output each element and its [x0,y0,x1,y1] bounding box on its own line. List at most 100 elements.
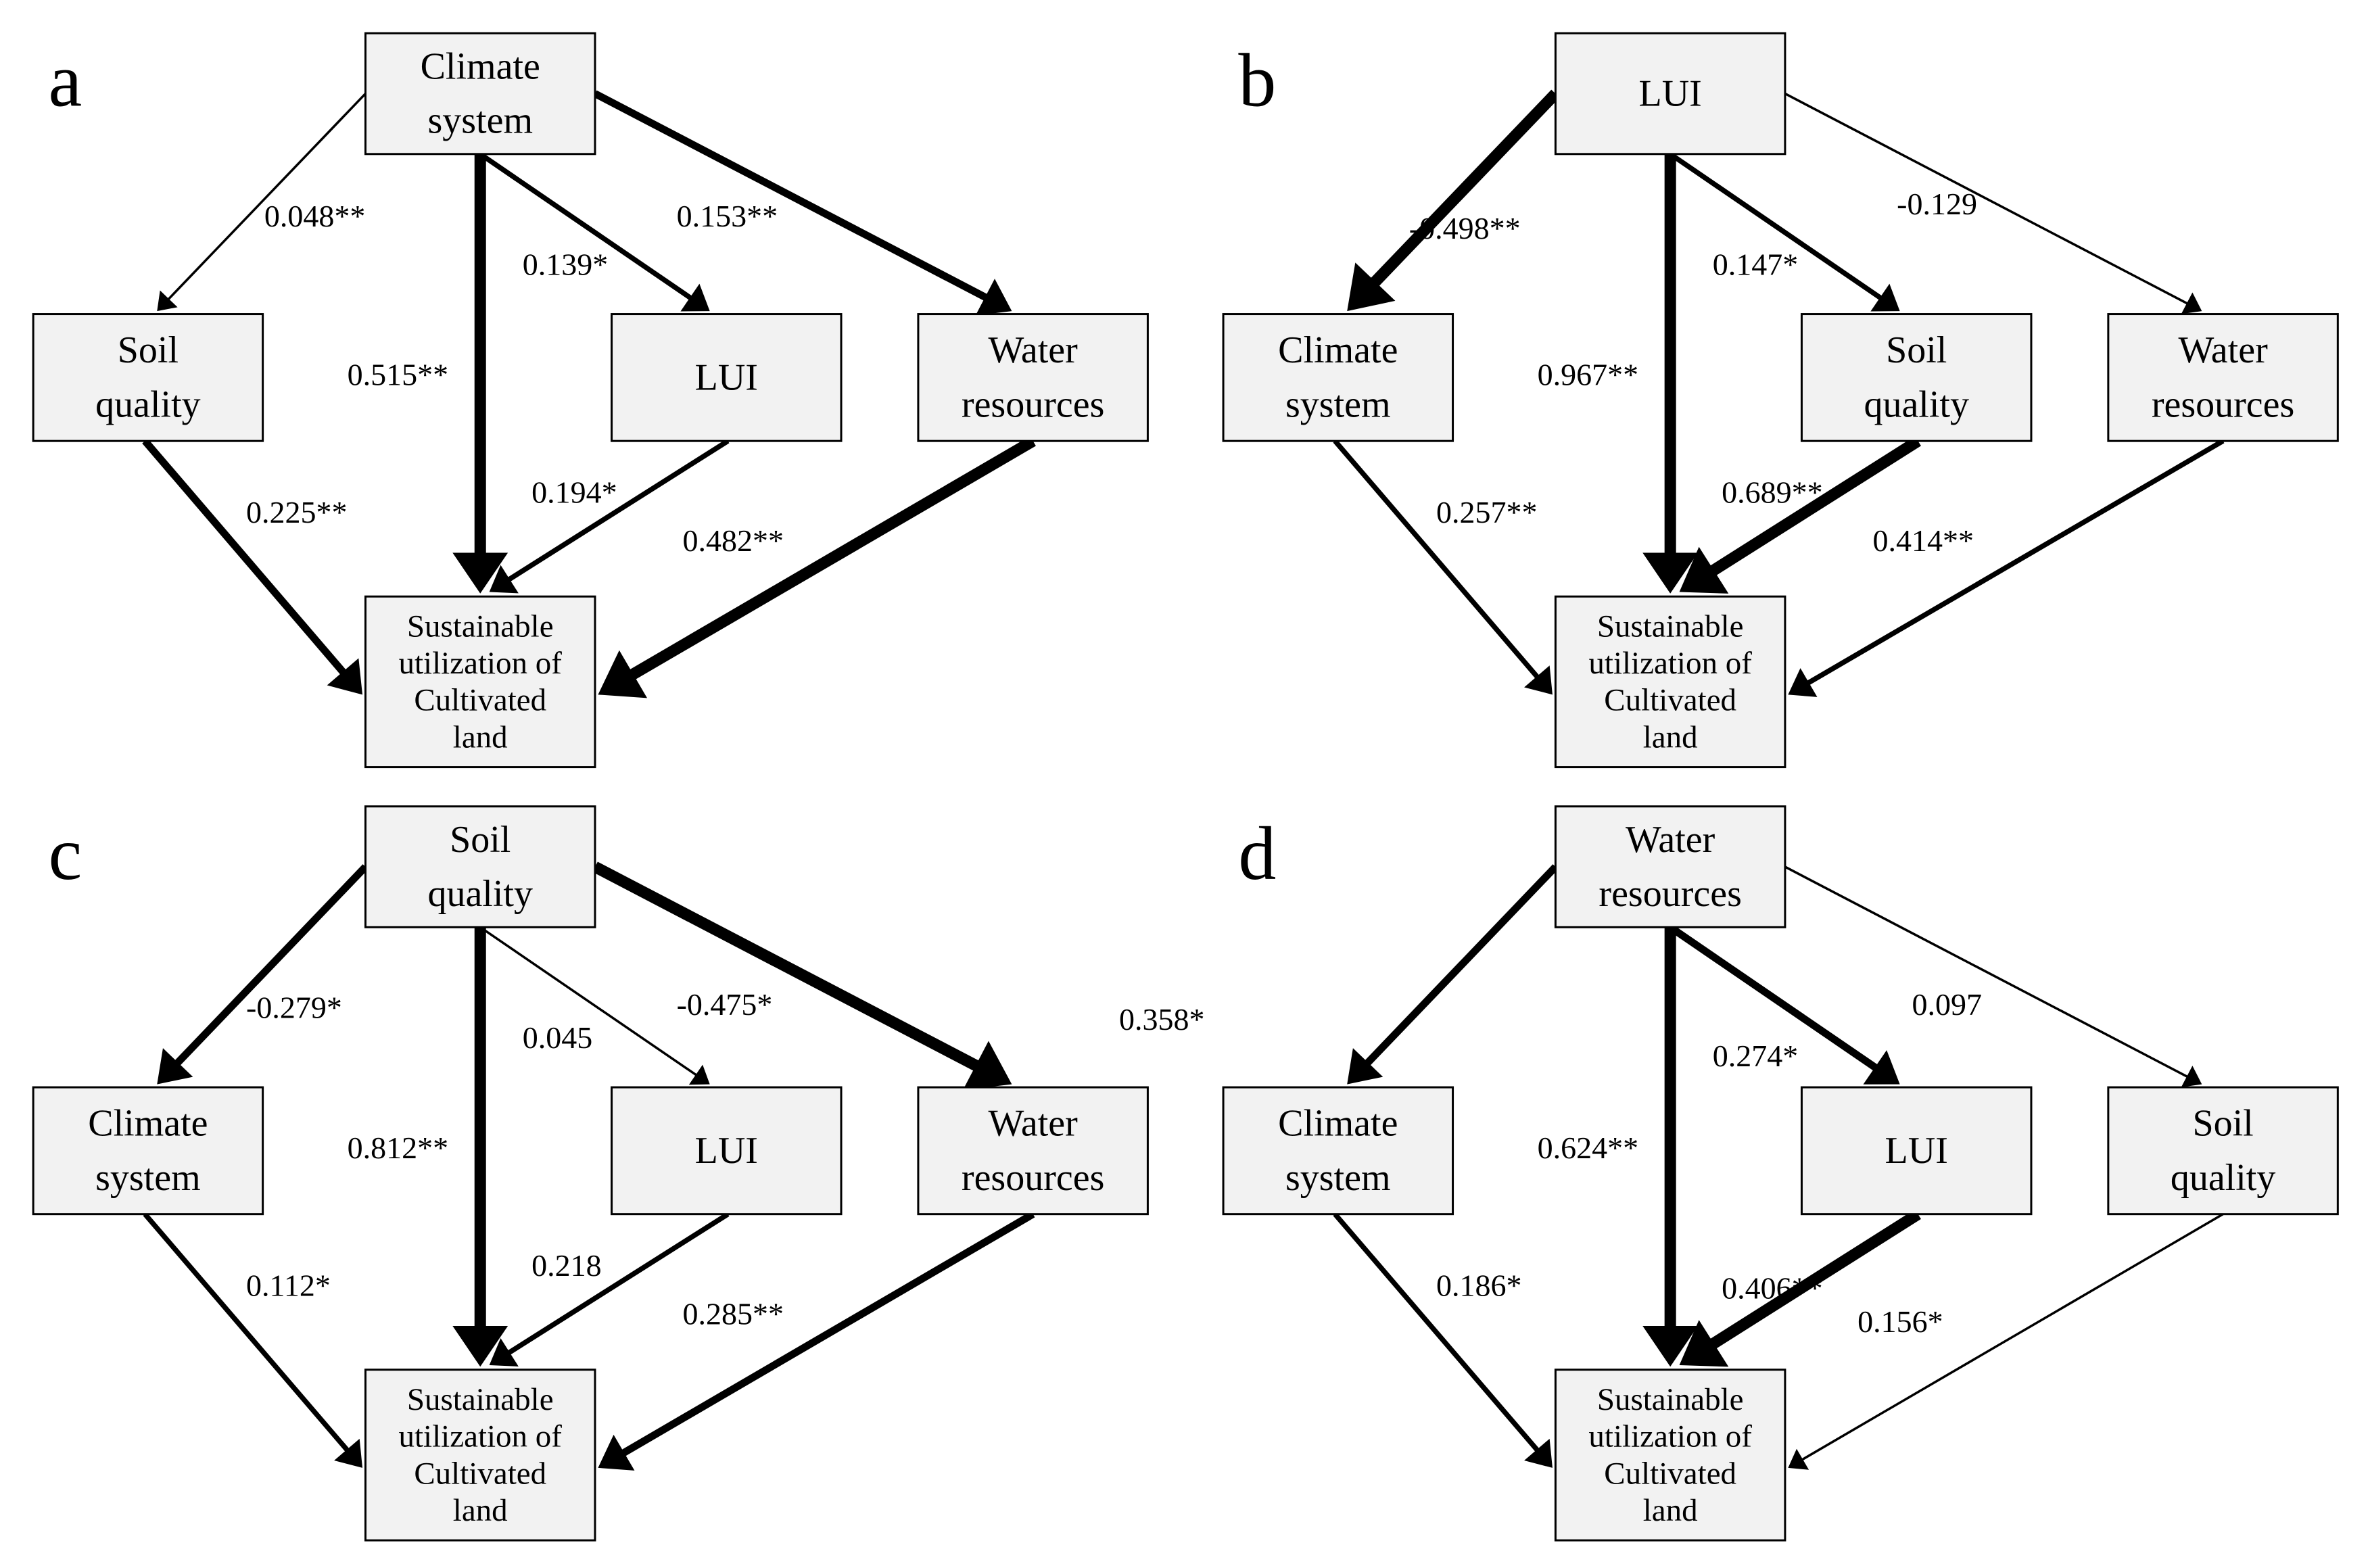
water-resources-node: Water resources [1554,805,1786,928]
water-resources-label: Water [989,329,1079,371]
nodes: SoilqualityClimatesystemLUIWaterresource… [32,805,1149,1542]
coefficient-to-mid1: -0.279* [246,990,342,1024]
edge-to-mid3 [593,90,1012,316]
coefficient-mid1-to-target: 0.186* [1436,1268,1522,1302]
edge-mid3-to-target [1788,1213,2224,1470]
sustainable-label: Sustainable [1597,609,1744,644]
water-resources-label: resources [1599,873,1741,915]
lui-box [611,313,843,442]
climate-system-label: system [95,1157,201,1199]
edge-mid2-to-target [489,1212,730,1367]
lui-box [1800,1086,2033,1216]
climate-system-label: Climate [88,1103,208,1145]
edge-to-target [1642,153,1699,594]
edge-to-mid2 [1668,924,1900,1085]
coefficient-to-mid2: 0.147* [1713,247,1799,281]
edge-mid1-to-target [1333,1212,1553,1468]
coefficient-to-mid2: 0.139* [523,247,609,281]
edge-mid2-to-target [1679,435,1921,594]
sustainable-label: utilization of [398,646,562,681]
lui-label: LUI [1885,1130,1948,1172]
panel-letter: a [48,39,82,122]
soil-quality-label: quality [95,384,201,426]
sustainable-label: land [453,719,508,755]
coefficient-to-mid3: 0.153** [677,199,778,233]
lui-node: LUI [1554,32,1786,156]
coefficient-mid2-to-target: 0.689** [1722,475,1823,510]
climate-system-label: Climate [421,45,540,87]
climate-system-label: Climate [1278,329,1398,371]
sustainable-label: Sustainable [1597,1382,1744,1417]
sustainable-box [364,595,596,769]
coefficient-mid2-to-target: 0.406** [1722,1271,1823,1306]
soil-quality-label: quality [427,873,533,915]
lui-box [1554,32,1786,156]
coefficient-to-mid3: -0.475* [677,987,773,1022]
coefficient-to-target: 0.967** [1538,358,1639,392]
lui-node: LUI [611,313,843,442]
soil-quality-box [364,805,596,928]
water-resources-label: Water [1626,819,1715,861]
coefficient-to-mid3: -0.129 [1897,187,1977,221]
edge-to-mid1 [1347,89,1560,312]
edges [143,861,1035,1471]
soil-quality-box [32,313,264,442]
coefficient-mid3-to-target: 0.156* [1857,1304,1943,1339]
sustainable-box [1554,1369,1786,1542]
climate-system-label: system [1285,1157,1391,1199]
edge-mid3-to-target [598,1210,1035,1471]
coefficient-to-mid2: 0.274* [1713,1039,1799,1073]
panel-letter: b [1238,39,1276,122]
panel-letter: d [1238,812,1276,896]
coefficient-mid2-to-target: 0.194* [531,475,617,510]
edges [1333,89,2225,697]
coefficient-labels: 0.358* 0.624** 0.274* 0.097 0.186* 0.406** 0.1… [1119,987,1982,1339]
coefficient-to-target: 0.624** [1538,1131,1639,1165]
edge-mid3-to-target [598,435,1036,698]
edge-mid1-to-target [142,438,363,695]
water-resources-box [917,313,1149,442]
soil-quality-label: quality [1864,384,1969,426]
lui-node: LUI [1800,1086,2033,1216]
coefficient-mid1-to-target: 0.112* [246,1268,331,1302]
coefficient-to-mid1: 0.358* [1119,1002,1205,1037]
soil-quality-box [1800,313,2033,442]
sustainable-box [1554,595,1786,769]
edge-to-target [1642,927,1699,1367]
coefficient-to-mid3: 0.097 [1912,987,1983,1022]
coefficient-mid3-to-target: 0.482** [683,523,784,558]
sustainable-label: land [1643,719,1698,755]
sustainable-label: Cultivated [1604,683,1736,718]
edge-to-mid1 [157,864,369,1085]
water-resources-box [2107,313,2339,442]
climate-system-box [1222,313,1454,442]
edge-mid1-to-target [1333,439,1553,695]
coefficient-labels: -0.498**0.967**0.147*-0.1290.257**0.689*… [1409,187,1977,558]
edges [142,90,1036,698]
sustainable-label: utilization of [1588,1419,1752,1454]
sustainable-label: land [453,1493,508,1528]
soil-quality-label: quality [2171,1157,2276,1199]
edge-to-target [452,153,508,594]
edge-to-mid2 [479,151,710,312]
coefficient-to-target: 0.812** [348,1131,449,1165]
water-resources-label: resources [2152,384,2294,426]
coefficient-to-mid1: -0.498** [1409,211,1521,245]
water-resources-label: Water [989,1103,1079,1145]
edge-to-mid3 [592,861,1012,1091]
sustainable-label: land [1643,1493,1698,1528]
sustainable-label: Cultivated [1604,1456,1736,1491]
